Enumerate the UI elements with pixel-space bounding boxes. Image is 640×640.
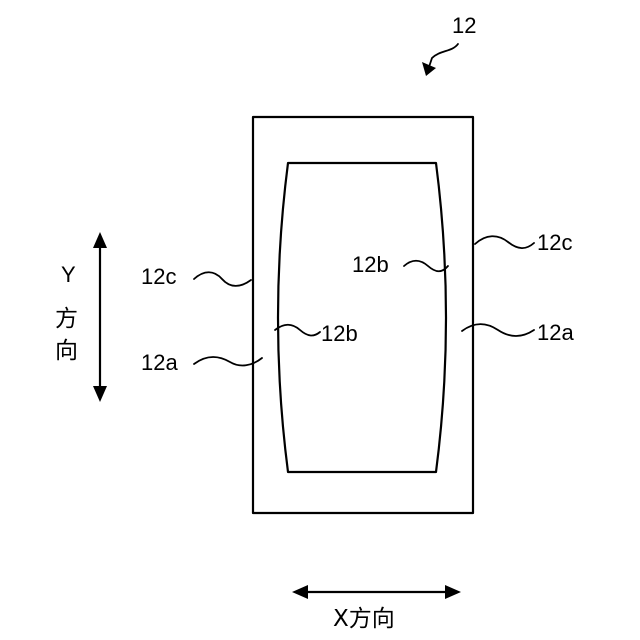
label-left-12c: 12c	[141, 264, 176, 289]
label-right-12a: 12a	[537, 320, 574, 345]
x-axis-arrowhead-right	[445, 585, 461, 599]
y-axis-kanji-1: 方	[55, 306, 78, 332]
ref-leader-12	[428, 44, 458, 70]
label-right-12b: 12b	[352, 252, 389, 277]
leader-left-12b	[275, 325, 320, 336]
leader-left-12a	[194, 357, 262, 366]
inner-opening	[278, 163, 446, 472]
leader-right-12c	[475, 236, 534, 248]
label-left-12a: 12a	[141, 350, 178, 375]
leader-left-12c	[194, 272, 251, 286]
leader-right-12b	[404, 261, 448, 272]
y-axis-letter: Y	[61, 262, 76, 287]
ref-arrowhead-12	[422, 62, 436, 76]
y-axis-kanji-2: 向	[55, 338, 78, 364]
label-right-12c: 12c	[537, 230, 572, 255]
x-axis-label: X方向	[333, 606, 395, 632]
y-axis-arrowhead-down	[93, 386, 107, 402]
x-axis-arrowhead-left	[292, 585, 308, 599]
label-left-12b: 12b	[321, 321, 358, 346]
y-axis-arrowhead-up	[93, 232, 107, 248]
ref-label-12: 12	[452, 13, 476, 38]
